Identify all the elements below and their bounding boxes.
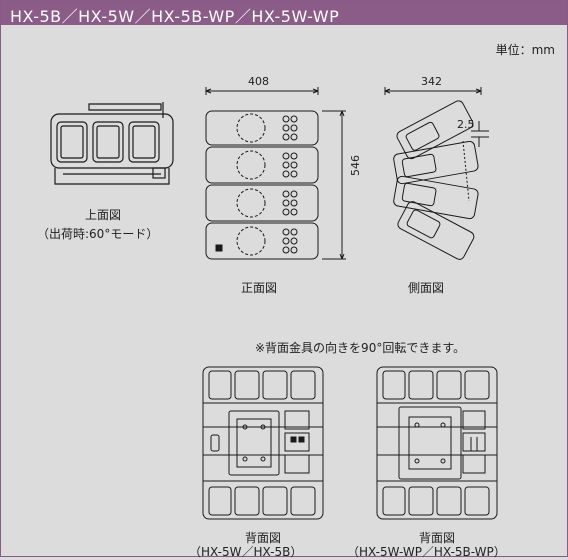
rear-view-left-label: 背面図: [245, 531, 282, 545]
top-view-sublabel: （出荷時:60°モード）: [37, 227, 159, 241]
top-view-label: 上面図: [85, 208, 122, 222]
side-view-drawing: [384, 87, 489, 260]
side-depth-dimension: 342: [421, 75, 442, 88]
top-view-drawing: [50, 102, 174, 185]
rear-view-left-drawing: [202, 366, 324, 520]
rear-view-right-drawing: [376, 366, 498, 520]
side-view-label: 側面図: [408, 281, 445, 295]
page-title: HX-5B／HX-5W／HX-5B-WP／HX-5W-WP: [10, 7, 340, 26]
front-view-label: 正面図: [241, 281, 278, 295]
front-height-dimension: 546: [349, 155, 362, 176]
front-view-drawing: [205, 87, 346, 260]
unit-label: 単位：mm: [495, 43, 555, 57]
front-width-dimension: 408: [248, 75, 269, 88]
rear-view-right-label: 背面図: [419, 531, 456, 545]
rotation-note: ※背面金具の向きを90°回転できます。: [255, 341, 466, 355]
rear-view-left-models: （HX-5W／HX-5B）: [189, 545, 303, 559]
title-bar: HX-5B／HX-5W／HX-5B-WP／HX-5W-WP: [1, 1, 567, 26]
side-offset-dimension: 2.5: [457, 118, 475, 131]
rear-view-right-models: （HX-5W-WP／HX-5B-WP）: [347, 545, 506, 559]
